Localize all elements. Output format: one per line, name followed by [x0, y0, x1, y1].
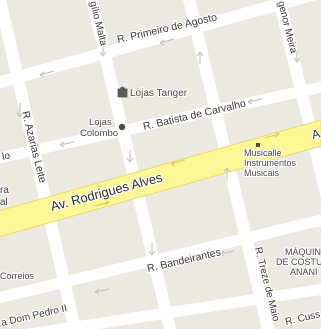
one-way-arrows	[16, 38, 301, 295]
poi-musicalle[interactable]: Musicalle Instrumentos Musicais	[243, 143, 298, 179]
label-left-cut-3: al	[0, 197, 8, 208]
arrow-icon	[196, 51, 204, 64]
street-bandeirantes[interactable]	[0, 214, 321, 304]
poi-lojas-colombo[interactable]: Lojas Colombo	[79, 116, 126, 140]
street-gilio-malta[interactable]	[85, 0, 177, 329]
arrow-icon	[39, 70, 55, 78]
poi-label: DE COSTUR	[276, 257, 321, 267]
label-rodrigues-alves-end: A	[310, 126, 321, 142]
poi-label: ANANI	[290, 267, 318, 277]
arrow-icon	[94, 288, 110, 295]
arrow-icon	[126, 150, 134, 163]
avenue-arrows	[94, 131, 280, 207]
poi-label: Lojas	[89, 117, 112, 128]
label-left-cut-2: ra	[0, 185, 9, 196]
arrow-icon	[293, 50, 301, 63]
arrow-icon	[148, 243, 156, 256]
poi-maquina-de-costura[interactable]: MÁQUINA DE COSTUR ANANI	[275, 246, 321, 278]
poi-label: Instrumentos	[244, 158, 297, 168]
street-batista-de-carvalho[interactable]	[0, 81, 321, 164]
poi-correios[interactable]: Correios	[0, 270, 36, 282]
arrow-icon	[94, 199, 110, 207]
shopping-bag-icon	[117, 86, 128, 98]
arrow-icon	[99, 44, 107, 57]
poi-label: Correios	[0, 271, 35, 281]
poi-label: Colombo	[80, 128, 118, 139]
avenue-rodrigues-alves[interactable]	[0, 119, 321, 238]
poi-label: Lojas Tanger	[130, 88, 188, 99]
arrow-icon	[170, 159, 186, 167]
poi-square-icon	[256, 143, 260, 147]
arrow-icon	[59, 141, 75, 148]
arrow-icon	[219, 250, 235, 257]
arrow-icon	[247, 98, 263, 105]
street-dom-pedro-ii[interactable]	[0, 283, 321, 329]
arrow-icon	[223, 167, 231, 180]
arrow-icon	[264, 131, 280, 139]
poi-label: Musicalle	[244, 148, 282, 158]
poi-label: MÁQUINA	[285, 247, 321, 257]
arrow-icon	[159, 38, 175, 46]
poi-dot-icon	[118, 123, 126, 131]
arrow-icon	[16, 103, 24, 118]
poi-label: Musicais	[244, 168, 280, 178]
poi-lojas-tanger[interactable]: Lojas Tanger	[117, 86, 189, 100]
street-azarias-leite[interactable]	[0, 0, 82, 329]
street-primeiro-de-agosto[interactable]	[0, 0, 321, 89]
